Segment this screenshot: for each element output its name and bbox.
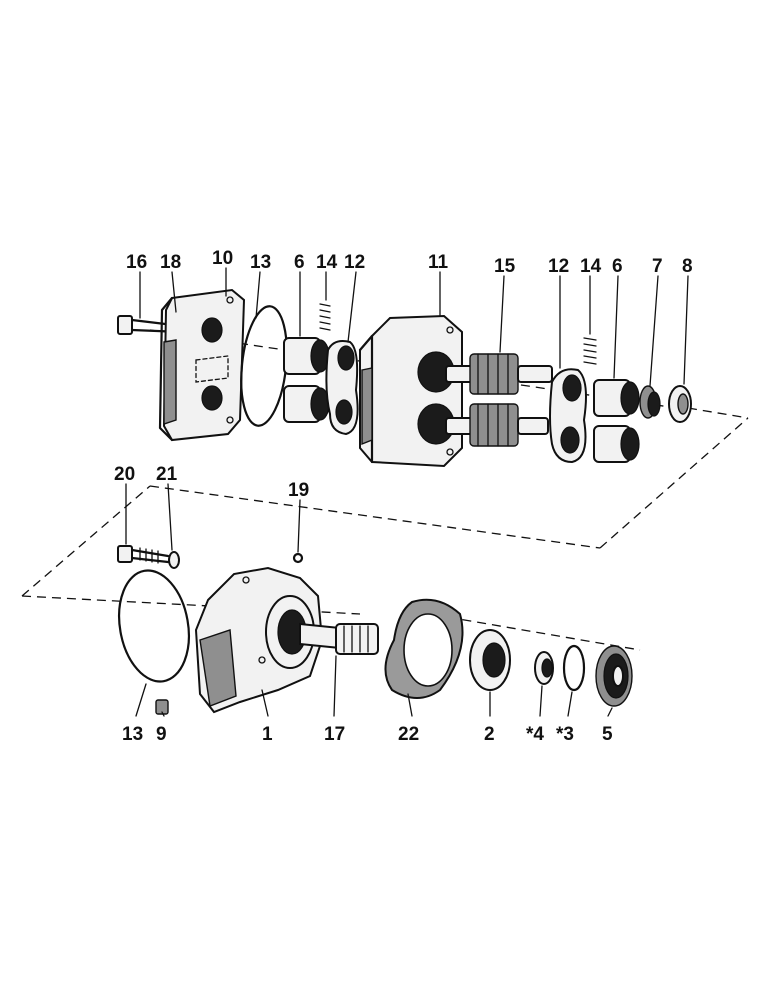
gasket-22 bbox=[384, 598, 464, 699]
callout-9: 9 bbox=[156, 724, 167, 745]
callout-2: 2 bbox=[484, 724, 495, 745]
callout-6-right: 6 bbox=[612, 256, 623, 277]
wear-plate-12-right bbox=[549, 368, 587, 464]
gears-15 bbox=[445, 353, 553, 447]
callout-13-top: 13 bbox=[250, 252, 271, 273]
bearings-6-right bbox=[593, 379, 640, 463]
seal-5 bbox=[595, 645, 633, 707]
flange-housing-1 bbox=[194, 566, 324, 714]
bearings-6-left bbox=[283, 337, 330, 423]
callout-4: *4 bbox=[526, 724, 544, 745]
callout-10: 10 bbox=[212, 248, 233, 269]
bearing-2 bbox=[469, 629, 511, 691]
wear-plate-12-left bbox=[325, 340, 359, 436]
callout-22: 22 bbox=[398, 724, 419, 745]
shaft-17 bbox=[299, 622, 379, 655]
plug-19 bbox=[292, 552, 304, 564]
callout-14-left: 14 bbox=[316, 252, 338, 273]
washer-21 bbox=[168, 551, 180, 569]
ring-4 bbox=[534, 651, 554, 685]
callout-20: 20 bbox=[114, 464, 135, 485]
callout-18: 18 bbox=[160, 252, 181, 273]
callout-14-right: 14 bbox=[580, 256, 602, 277]
callout-labels: 16 18 10 13 6 14 12 11 15 12 14 6 7 8 20… bbox=[114, 248, 693, 745]
callout-19: 19 bbox=[288, 480, 309, 501]
callout-15: 15 bbox=[494, 256, 516, 277]
washer-8 bbox=[668, 385, 692, 423]
callout-6-left: 6 bbox=[294, 252, 305, 273]
callout-13-bottom: 13 bbox=[122, 724, 143, 745]
end-cover-10 bbox=[158, 288, 246, 442]
callout-1: 1 bbox=[262, 724, 273, 745]
callout-12-right: 12 bbox=[548, 256, 569, 277]
callout-11: 11 bbox=[428, 252, 449, 273]
spring-14-right bbox=[583, 337, 597, 365]
snap-ring-3 bbox=[562, 644, 586, 692]
seal-7 bbox=[639, 385, 661, 419]
callout-21: 21 bbox=[156, 464, 178, 485]
callout-12-left: 12 bbox=[344, 252, 365, 273]
callout-8: 8 bbox=[682, 256, 693, 277]
callout-3: *3 bbox=[556, 724, 574, 745]
leader-lines bbox=[125, 267, 689, 717]
spring-14-left bbox=[319, 303, 331, 331]
callout-5: 5 bbox=[602, 724, 613, 745]
o-ring-13-bottom bbox=[118, 569, 190, 683]
gear-housing-11 bbox=[358, 314, 463, 468]
bolt-20 bbox=[117, 545, 170, 564]
callout-17: 17 bbox=[324, 724, 345, 745]
fitting-9 bbox=[155, 699, 169, 715]
callout-7: 7 bbox=[652, 256, 663, 277]
callout-16: 16 bbox=[126, 252, 147, 273]
